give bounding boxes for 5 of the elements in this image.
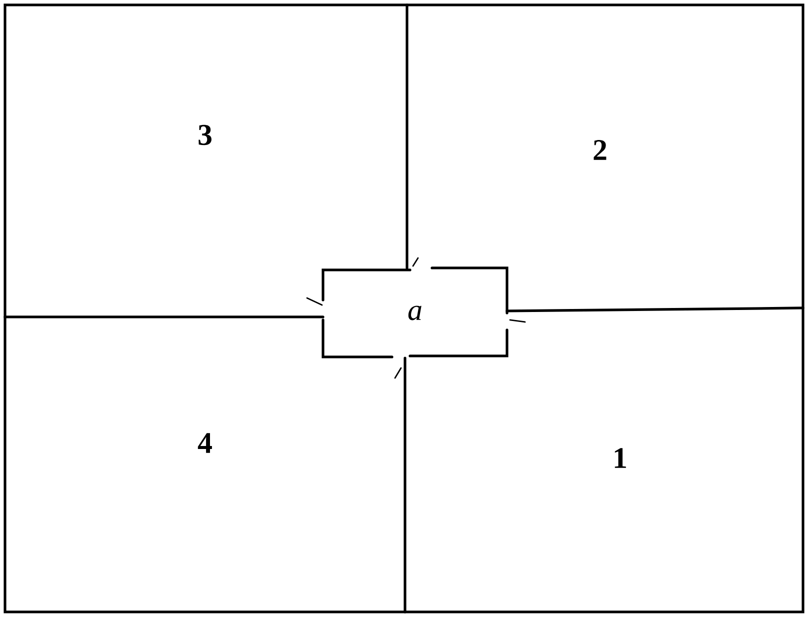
room-number: 4	[198, 433, 212, 453]
room-number: 2	[594, 140, 606, 160]
room-number: 1	[614, 448, 626, 468]
room-box: a	[306, 257, 526, 379]
room-number: 3	[198, 124, 212, 146]
